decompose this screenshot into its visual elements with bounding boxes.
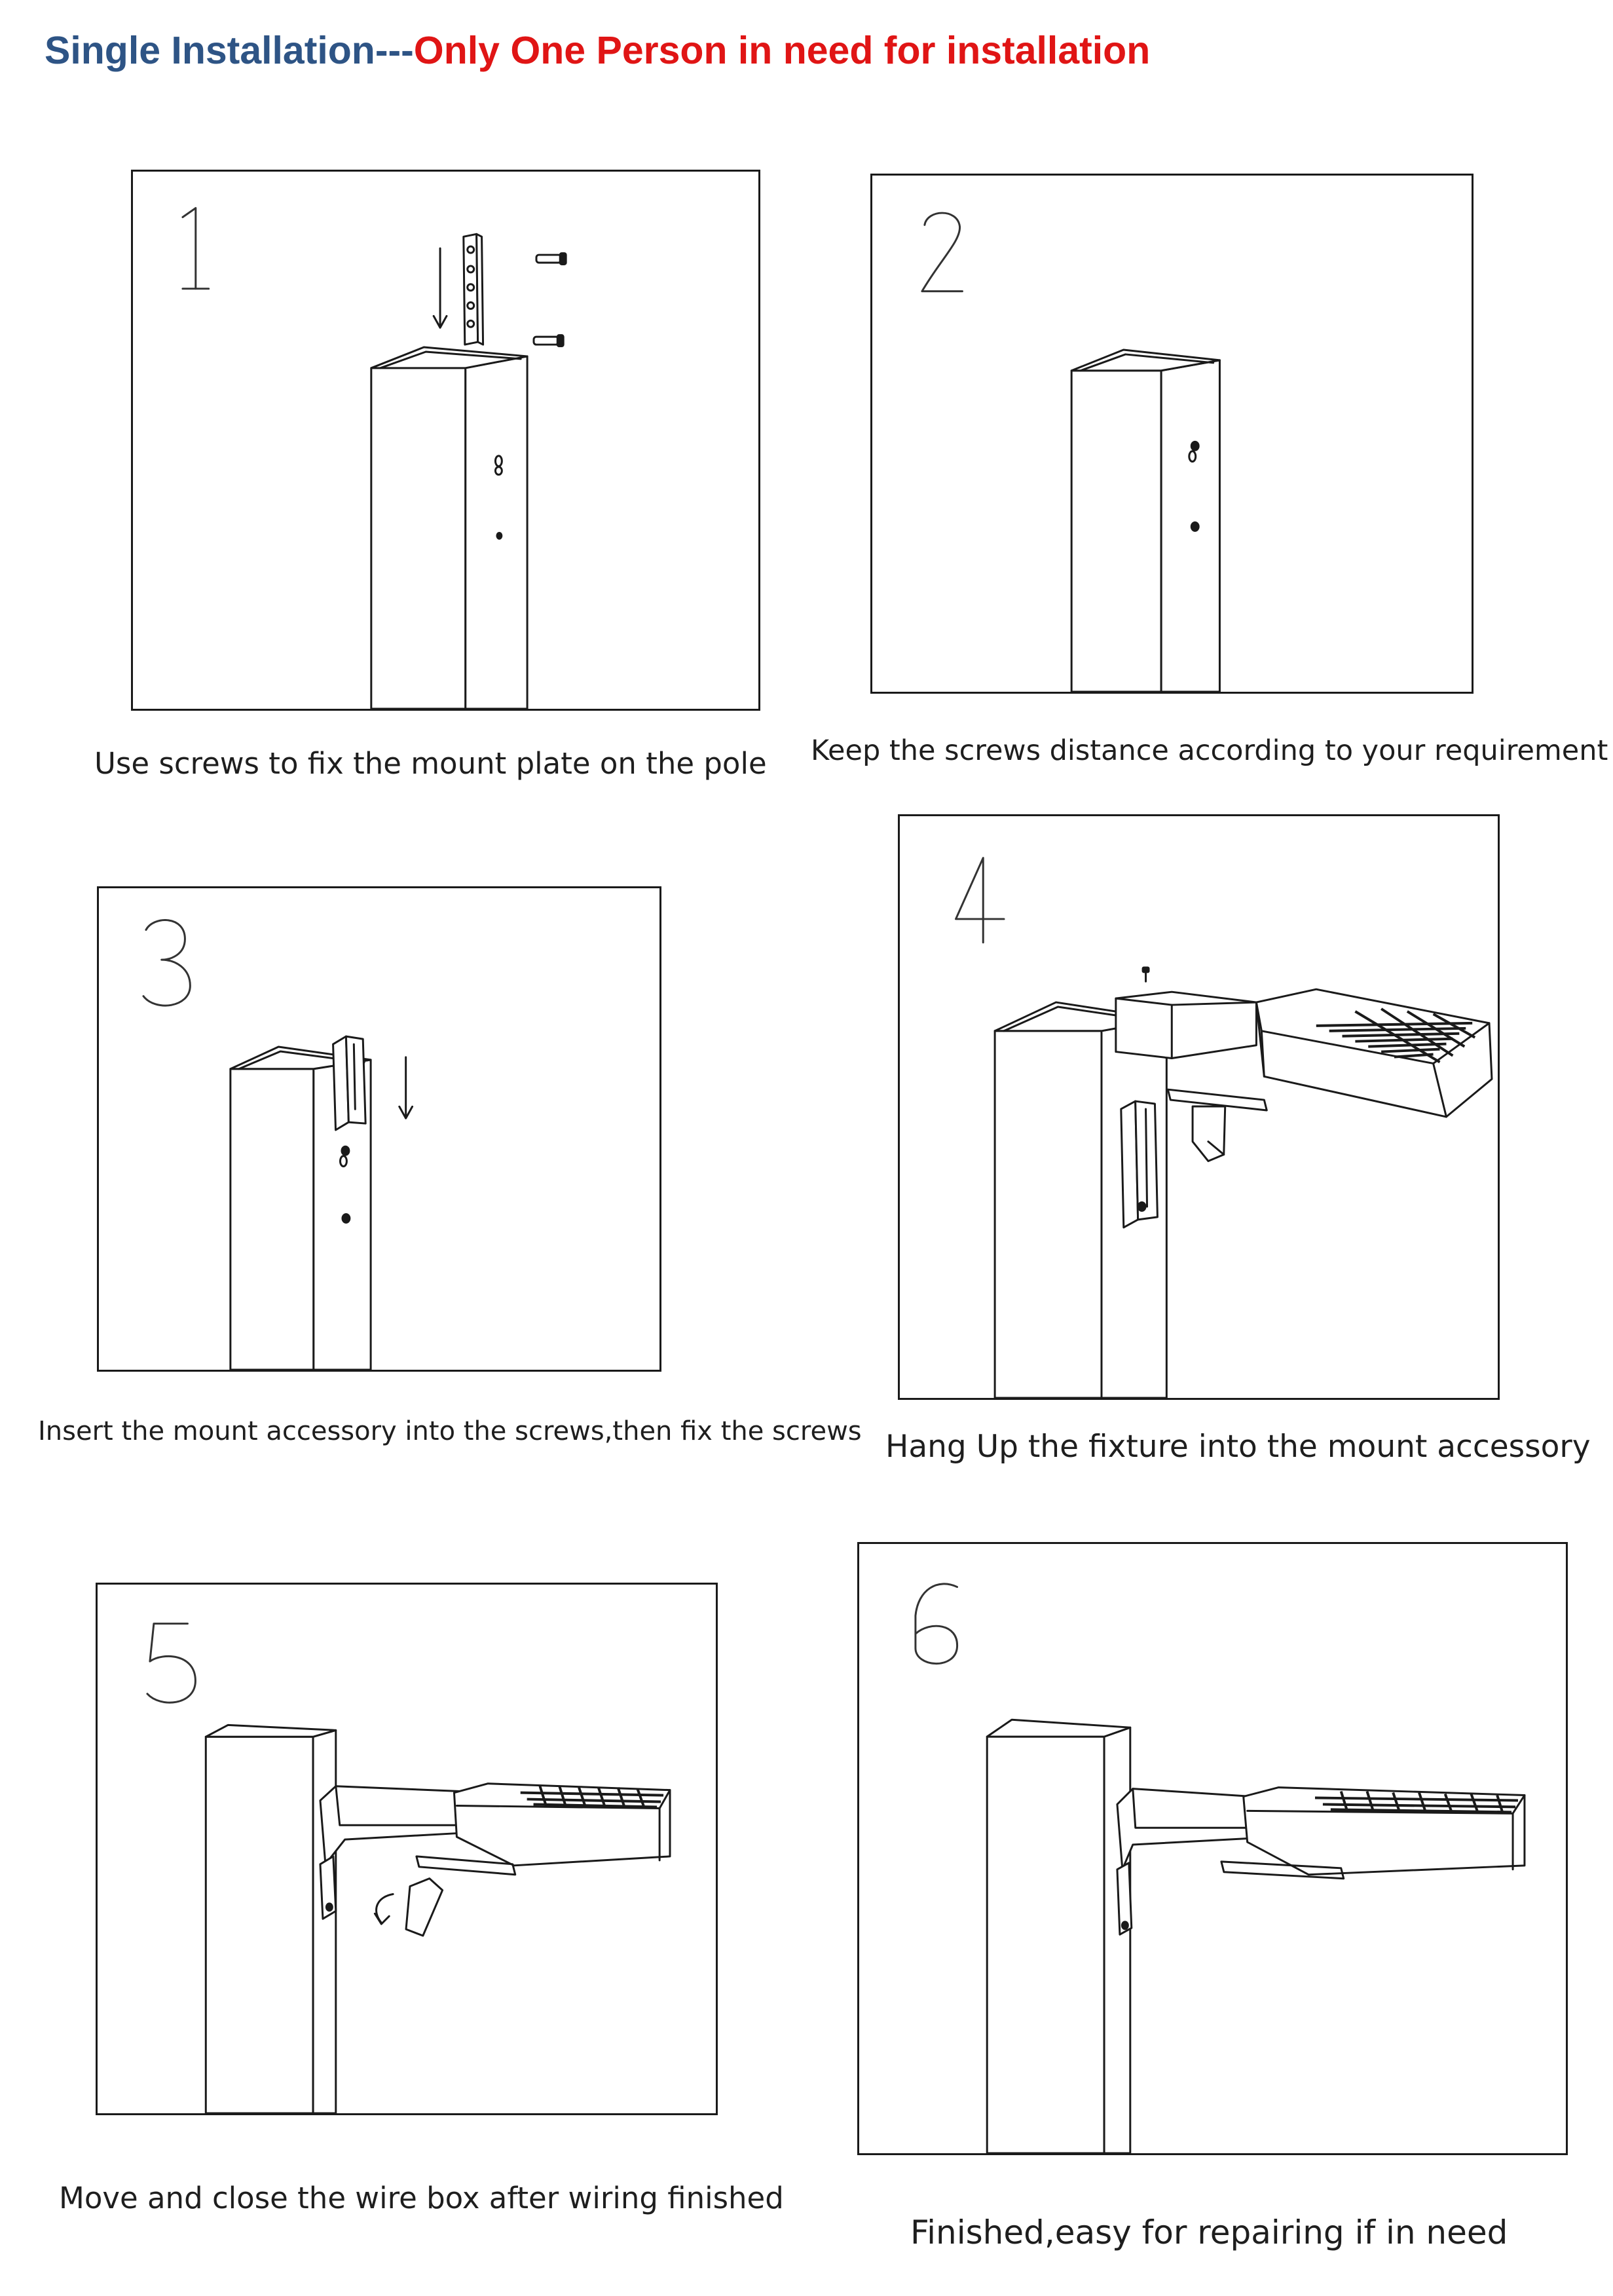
mount-arm — [1115, 990, 1257, 1059]
mount-bracket — [332, 1035, 367, 1131]
mount-bracket — [1120, 1100, 1159, 1229]
step-6-panel — [857, 1542, 1568, 2155]
pole — [1070, 348, 1221, 692]
rotate-arrow-icon — [373, 1892, 394, 1925]
screw-icon — [535, 252, 567, 265]
light-fixture — [1255, 988, 1493, 1118]
arrow-down-icon — [432, 247, 448, 329]
step-number-3 — [142, 919, 191, 1007]
step-1-panel — [131, 170, 760, 711]
pole — [370, 346, 528, 709]
mount-arm — [319, 1785, 463, 1866]
pole — [986, 1718, 1132, 2153]
step-2-caption: Keep the screws distance according to yo… — [811, 734, 1608, 767]
pole — [204, 1723, 337, 2113]
title-highlight: Only One Person in need for installation — [413, 29, 1151, 72]
wire-box — [1166, 1088, 1268, 1162]
mount-plate — [462, 233, 485, 346]
step-1-caption: Use screws to fix the mount plate on the… — [94, 746, 767, 781]
pole — [229, 1045, 372, 1370]
page-title: Single Installation---Only One Person in… — [45, 28, 1150, 74]
step-number-5 — [146, 1623, 196, 1704]
step-3-panel — [97, 886, 661, 1372]
step-2-panel — [870, 174, 1474, 694]
step-6-illustration — [914, 1583, 1526, 2153]
screw-icon — [532, 334, 565, 348]
step-4-panel — [898, 814, 1500, 1400]
screw-icon — [1141, 966, 1150, 983]
arrow-down-icon — [398, 1056, 414, 1120]
step-6-caption: Finished,easy for repairing if in need — [910, 2213, 1508, 2251]
step-number-2 — [921, 212, 963, 293]
pole-screw-holes — [494, 455, 503, 540]
step-5-caption: Move and close the wire box after wiring… — [59, 2181, 784, 2215]
step-5-illustration — [146, 1623, 671, 2113]
pole-screw-holes — [339, 1145, 351, 1224]
step-4-caption: Hang Up the fixture into the mount acces… — [885, 1429, 1591, 1465]
step-3-caption: Insert the mount accessory into the scre… — [38, 1416, 862, 1446]
step-number-1 — [181, 207, 210, 290]
wire-box — [1220, 1860, 1345, 1880]
pole-screw-holes — [1188, 440, 1200, 532]
step-3-illustration — [142, 919, 414, 1370]
step-number-4 — [955, 857, 1005, 944]
step-2-illustration — [921, 212, 1221, 692]
wire-box — [405, 1855, 517, 1937]
mount-bracket — [319, 1855, 337, 1920]
step-4-illustration — [955, 857, 1493, 1398]
step-1-illustration — [181, 207, 567, 709]
light-fixture — [1242, 1786, 1526, 1876]
light-fixture — [453, 1782, 671, 1867]
mount-bracket — [1116, 1862, 1133, 1936]
mount-arm — [1116, 1788, 1254, 1871]
step-number-6 — [914, 1583, 959, 1665]
title-main: Single Installation--- — [45, 29, 414, 72]
step-5-panel — [96, 1583, 718, 2115]
